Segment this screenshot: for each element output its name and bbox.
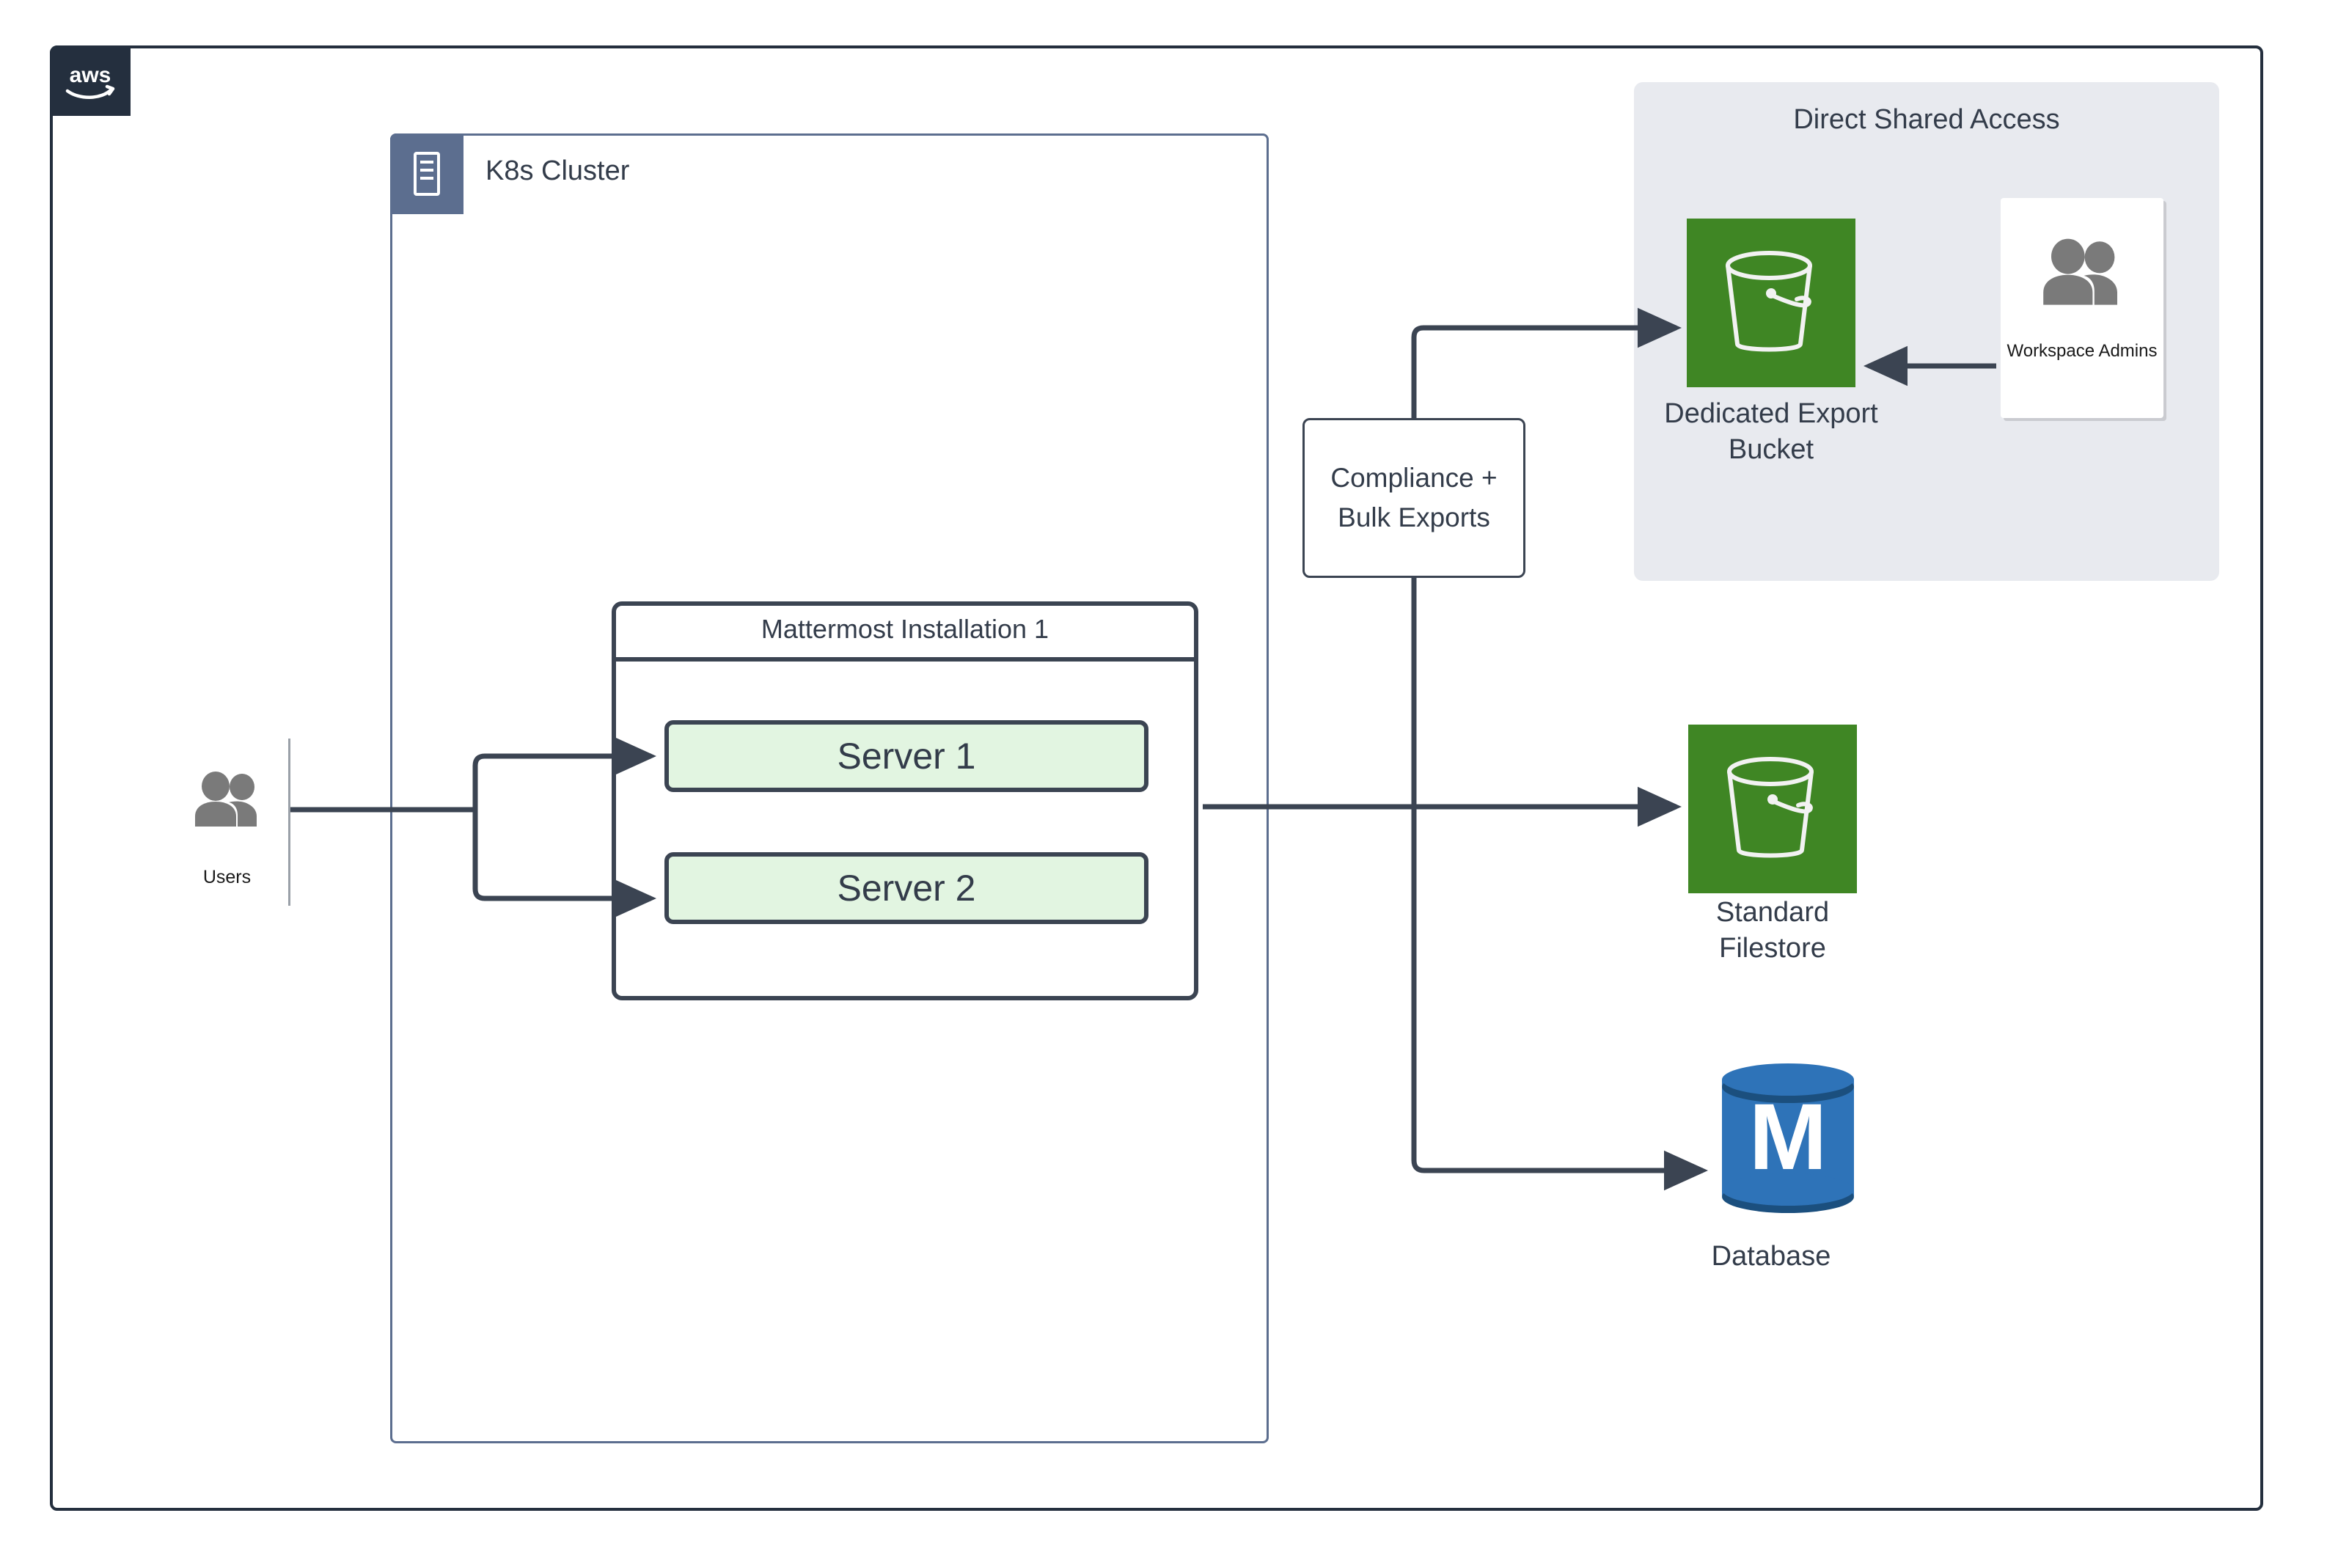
database-letter: M (1749, 1085, 1828, 1190)
standard-filestore-icon-tile[interactable] (1688, 725, 1857, 893)
k8s-cluster-boundary (390, 133, 1269, 1443)
compliance-line-1: Compliance + (1330, 463, 1498, 494)
export-bucket-label-line-2: Bucket (1728, 434, 1814, 466)
server-2-node[interactable]: Server 2 (664, 852, 1148, 924)
standard-filestore-label: Standard Filestore (1593, 895, 1952, 967)
users-label: Users (202, 867, 252, 887)
aws-logo-badge: aws (50, 45, 131, 116)
filestore-label-line-2: Filestore (1719, 933, 1826, 964)
filestore-label-line-1: Standard (1715, 897, 1830, 928)
compliance-line-2: Bulk Exports (1338, 502, 1490, 532)
workspace-admins-label: Workspace Admins (2007, 341, 2158, 361)
database-label: Database (1711, 1241, 1831, 1272)
k8s-cluster-badge (390, 133, 463, 214)
s3-bucket-icon (1727, 757, 1814, 858)
dedicated-export-bucket-icon-tile[interactable] (1687, 219, 1855, 387)
mattermost-installation-box (612, 601, 1198, 1000)
direct-shared-access-title: Direct Shared Access (1793, 104, 2060, 135)
users-card[interactable]: Users (166, 739, 290, 906)
database-icon[interactable]: M (1716, 1058, 1860, 1221)
users-group-icon (191, 771, 264, 830)
workspace-admins-card[interactable]: Workspace Admins (2001, 198, 2163, 418)
mattermost-installation-title: Mattermost Installation 1 (612, 601, 1198, 662)
export-bucket-label-line-1: Dedicated Export (1664, 398, 1878, 429)
dedicated-export-bucket-label: Dedicated Export Bucket (1591, 396, 1951, 469)
s3-bucket-icon (1726, 251, 1812, 352)
compliance-bulk-exports-box[interactable]: Compliance + Bulk Exports (1302, 418, 1525, 578)
svg-text:aws: aws (70, 63, 111, 87)
server-rack-icon (414, 152, 440, 196)
k8s-cluster-label: K8s Cluster (485, 155, 630, 186)
server-1-node[interactable]: Server 1 (664, 720, 1148, 792)
users-group-icon (2038, 238, 2126, 309)
aws-logo-icon: aws (65, 63, 115, 99)
database-cylinder-icon: M (1722, 1063, 1854, 1213)
